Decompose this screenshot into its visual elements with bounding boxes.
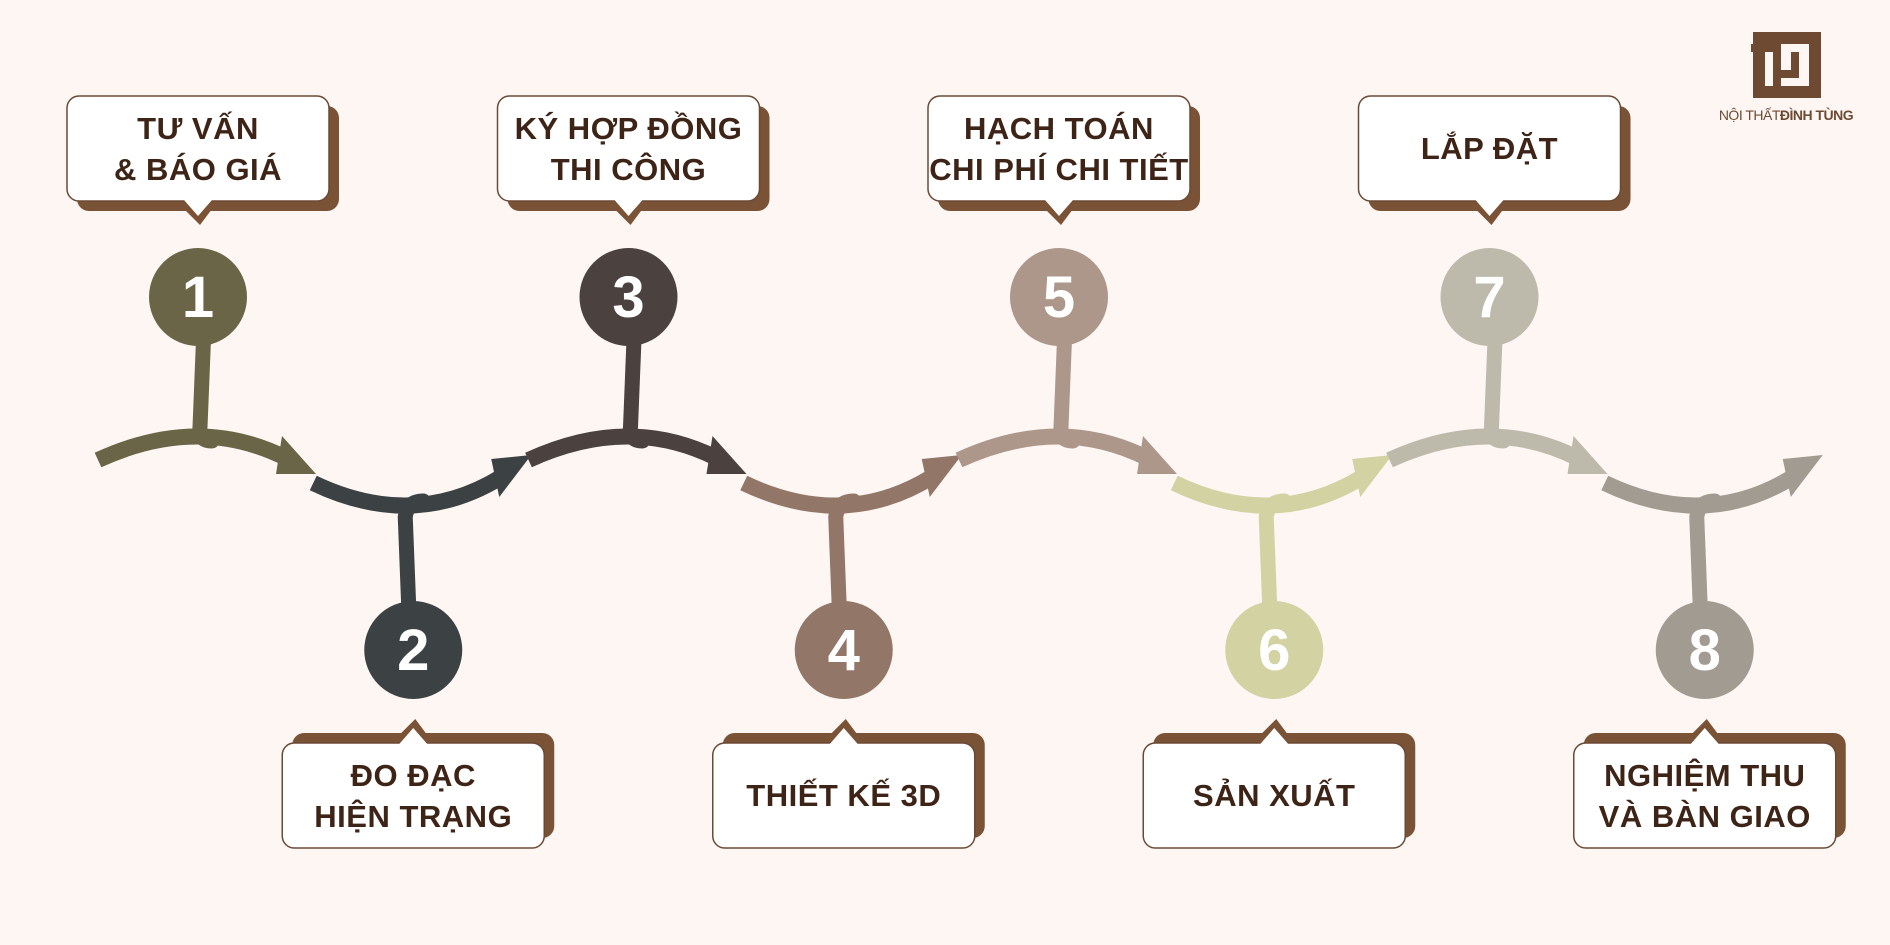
label-box-7 xyxy=(1357,95,1622,202)
connector-stem-2 xyxy=(397,493,431,628)
label-pointer xyxy=(829,728,858,744)
label-pointer xyxy=(1260,728,1289,744)
arrowhead-icon xyxy=(1352,455,1393,497)
brand-logo: NỘI THẤTĐÌNH TÙNG xyxy=(1706,30,1866,130)
brand-name-part1: NỘI THẤT xyxy=(1718,107,1781,123)
step-circle-2 xyxy=(364,601,463,699)
label-box-2 xyxy=(281,742,545,849)
connector-stem-8 xyxy=(1689,493,1723,628)
label-pointer xyxy=(184,200,212,216)
step-circle-8 xyxy=(1655,601,1754,699)
step-5 xyxy=(927,95,1200,474)
label-pointer-shadow xyxy=(1045,209,1073,225)
brand-name-part2: ĐÌNH TÙNG xyxy=(1779,107,1854,123)
label-pointer-shadow xyxy=(184,209,212,225)
step-6 xyxy=(1142,455,1416,849)
step-4 xyxy=(712,455,985,849)
step-circle-7 xyxy=(1440,248,1539,346)
arrow-line-3 xyxy=(525,428,721,468)
connector-stem-5 xyxy=(1053,319,1081,449)
label-pointer xyxy=(1475,200,1504,216)
arrowhead-icon xyxy=(491,455,532,497)
label-pointer xyxy=(1690,728,1719,744)
brand-name: NỘI THẤTĐÌNH TÙNG xyxy=(1706,107,1866,123)
label-box-6 xyxy=(1142,742,1406,849)
arrowhead-icon xyxy=(1567,436,1608,474)
step-3 xyxy=(496,95,770,474)
connector-stem-7 xyxy=(1483,319,1511,449)
step-circle-5 xyxy=(1010,248,1108,346)
label-box-3 xyxy=(496,95,761,202)
label-box-5 xyxy=(927,95,1191,202)
arrowhead-icon xyxy=(276,436,316,474)
arrowhead-icon xyxy=(1137,436,1177,474)
arrow-line-5 xyxy=(955,428,1151,468)
arrowhead-icon xyxy=(921,455,962,497)
step-7 xyxy=(1357,95,1631,474)
arrow-line-1 xyxy=(94,428,290,468)
label-pointer-shadow xyxy=(399,719,428,735)
label-pointer xyxy=(399,728,428,744)
label-box-1 xyxy=(66,95,330,202)
step-2 xyxy=(281,455,555,849)
label-pointer-shadow xyxy=(1260,719,1289,735)
connector-stem-3 xyxy=(622,319,650,449)
label-pointer xyxy=(614,200,643,216)
arrow-line-7 xyxy=(1386,428,1582,468)
connector-stem-4 xyxy=(828,493,862,628)
connector-stem-6 xyxy=(1258,493,1292,628)
label-pointer xyxy=(1045,200,1073,216)
step-circle-6 xyxy=(1225,601,1324,699)
label-box-4 xyxy=(712,742,976,849)
step-circle-3 xyxy=(579,248,678,346)
logo-mark-icon xyxy=(1751,32,1821,98)
label-pointer-shadow xyxy=(1690,719,1719,735)
step-circle-1 xyxy=(149,248,247,346)
step-1 xyxy=(66,95,339,474)
label-box-8 xyxy=(1573,742,1837,849)
arrowhead-icon xyxy=(706,436,747,474)
label-pointer-shadow xyxy=(1475,209,1504,225)
label-pointer-shadow xyxy=(614,209,643,225)
arrowhead-icon xyxy=(1782,455,1823,497)
step-circle-4 xyxy=(794,601,893,699)
label-pointer-shadow xyxy=(829,719,858,735)
connector-stem-1 xyxy=(192,319,220,449)
step-8 xyxy=(1573,455,1846,849)
